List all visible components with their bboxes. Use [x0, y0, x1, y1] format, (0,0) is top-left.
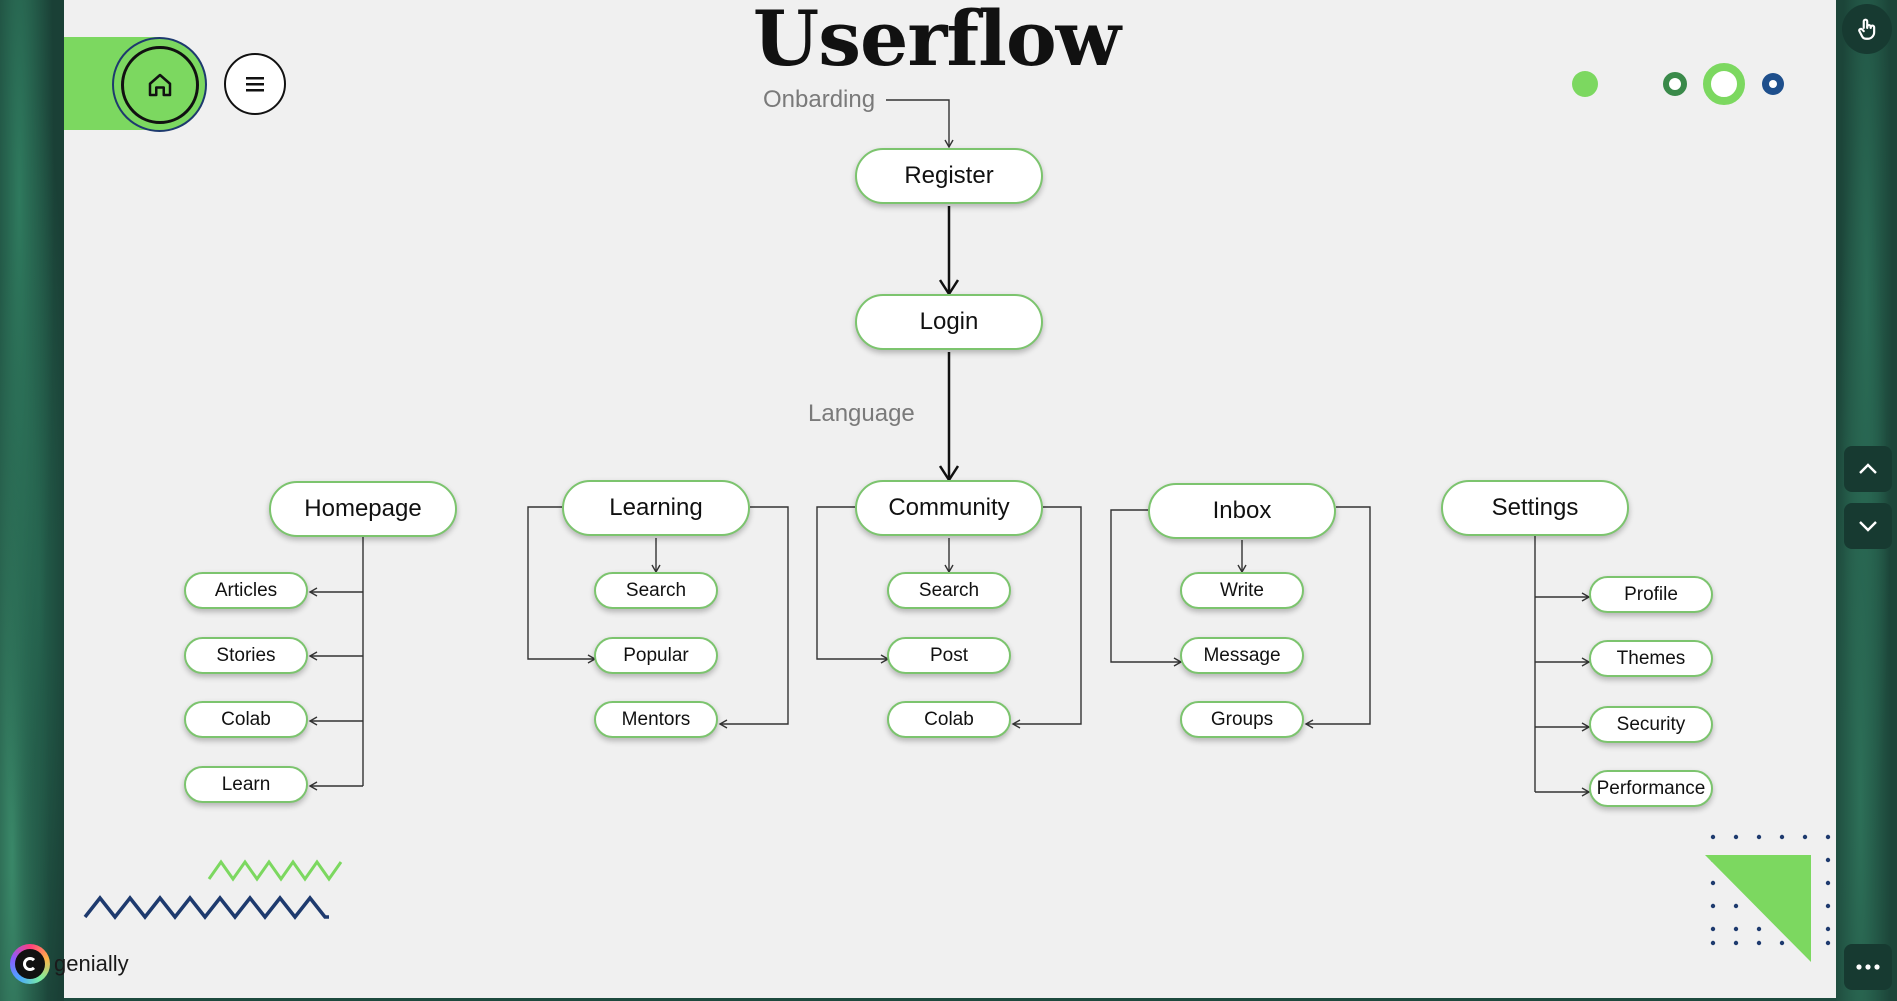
slide-canvas: Userflow Onbarding Language Register Log… — [64, 0, 1836, 998]
menu-button[interactable] — [224, 53, 286, 115]
progress-dot-current — [1703, 63, 1745, 105]
progress-dot — [1572, 71, 1598, 97]
node-colab[interactable]: Colab — [184, 701, 308, 738]
progress-dot — [1663, 72, 1687, 96]
node-learn[interactable]: Learn — [184, 766, 308, 803]
node-community-search[interactable]: Search — [887, 572, 1011, 609]
edge-label-onboarding: Onbarding — [763, 86, 876, 113]
inbox-connectors — [1110, 506, 1371, 729]
genially-brand[interactable]: genially — [10, 944, 129, 984]
node-register[interactable]: Register — [855, 148, 1043, 204]
touch-icon — [1858, 18, 1876, 40]
node-security[interactable]: Security — [1589, 706, 1713, 743]
node-mentors[interactable]: Mentors — [594, 701, 718, 738]
page-title: Userflow — [752, 0, 1121, 83]
node-performance[interactable]: Performance — [1589, 770, 1713, 807]
green-triangle — [1705, 855, 1811, 962]
node-community-colab[interactable]: Colab — [887, 701, 1011, 738]
edge-label-language: Language — [808, 400, 915, 427]
homepage-connectors — [308, 537, 364, 791]
node-login[interactable]: Login — [855, 294, 1043, 350]
settings-connectors — [1534, 536, 1591, 797]
node-groups[interactable]: Groups — [1180, 701, 1304, 738]
node-articles[interactable]: Articles — [184, 572, 308, 609]
home-icon — [148, 73, 171, 96]
node-write[interactable]: Write — [1180, 572, 1304, 609]
dot-grid — [1710, 834, 1831, 946]
chevron-up-icon — [1859, 463, 1877, 474]
node-popular[interactable]: Popular — [594, 637, 718, 674]
background-right — [1836, 0, 1897, 1001]
menu-icon — [246, 77, 264, 92]
zigzag-green — [207, 859, 343, 882]
node-stories[interactable]: Stories — [184, 637, 308, 674]
genially-logo-icon — [10, 944, 50, 984]
node-homepage[interactable]: Homepage — [269, 481, 457, 537]
node-profile[interactable]: Profile — [1589, 576, 1713, 613]
edge-onboarding — [886, 99, 954, 149]
touch-button[interactable] — [1842, 4, 1892, 54]
more-options-button[interactable] — [1844, 944, 1892, 990]
community-connectors — [816, 506, 1082, 729]
brand-name: genially — [54, 951, 129, 976]
previous-slide-button[interactable] — [1844, 446, 1892, 492]
node-settings[interactable]: Settings — [1441, 480, 1629, 536]
next-slide-button[interactable] — [1844, 503, 1892, 549]
background-left — [0, 0, 64, 1001]
chevron-down-icon — [1859, 521, 1877, 532]
node-message[interactable]: Message — [1180, 637, 1304, 674]
node-post[interactable]: Post — [887, 637, 1011, 674]
node-learning[interactable]: Learning — [562, 480, 750, 536]
node-community[interactable]: Community — [855, 480, 1043, 536]
learning-connectors — [527, 506, 789, 729]
zigzag-navy — [83, 895, 329, 920]
home-button[interactable] — [112, 37, 207, 132]
more-icon — [1856, 964, 1880, 970]
node-inbox[interactable]: Inbox — [1148, 483, 1336, 539]
node-learning-search[interactable]: Search — [594, 572, 718, 609]
node-themes[interactable]: Themes — [1589, 640, 1713, 677]
